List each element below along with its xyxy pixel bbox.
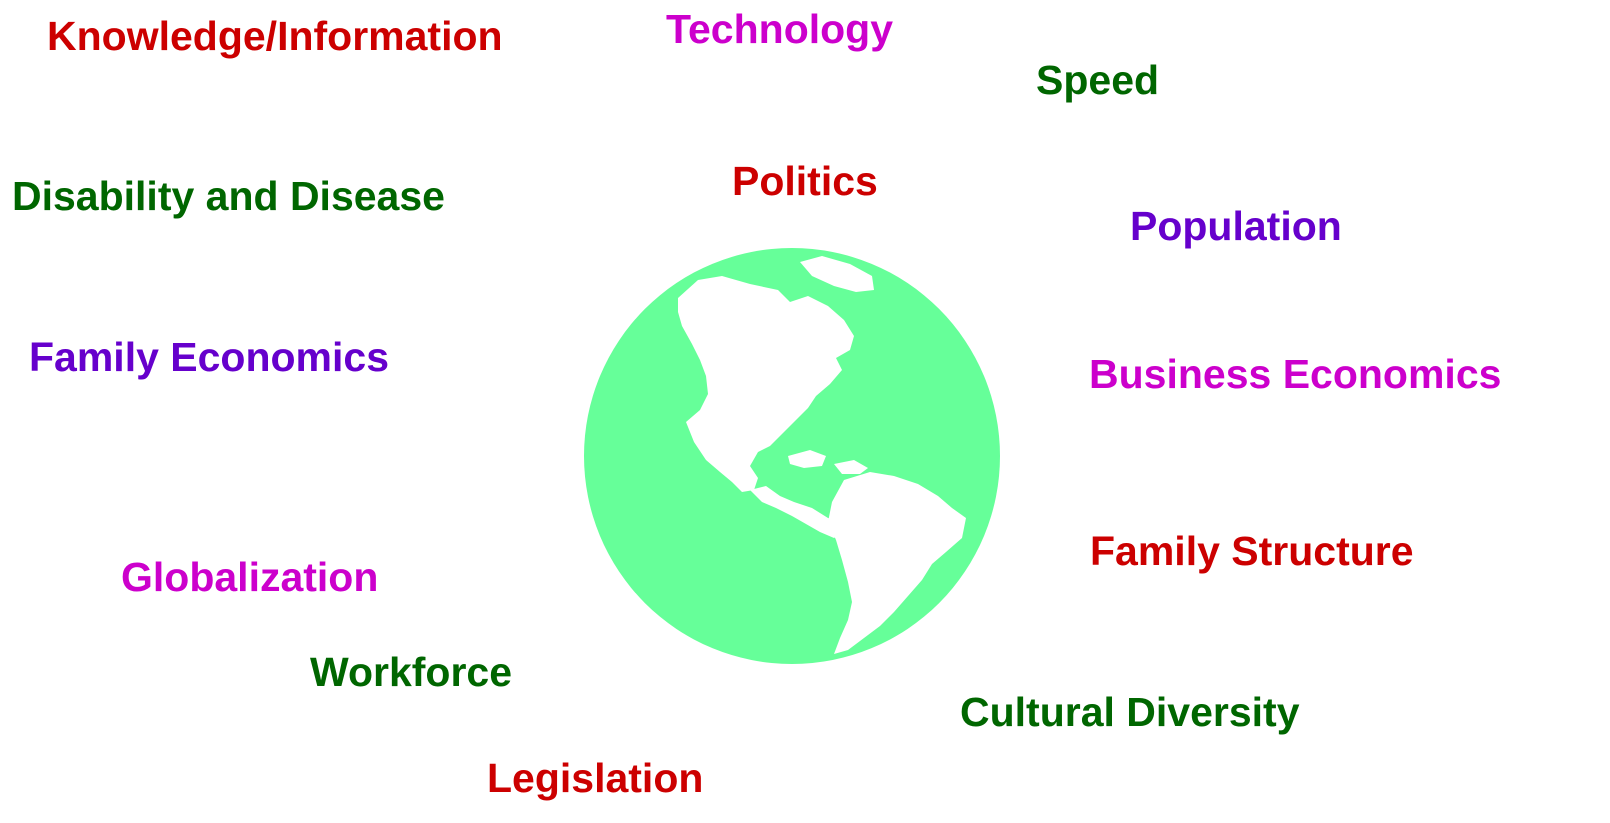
globe-icon [584,248,1000,664]
north-america-shape [678,276,854,492]
term-politics: Politics [732,158,878,204]
term-technology: Technology [666,6,894,52]
term-legislation: Legislation [487,755,704,801]
caribbean-shape [788,450,826,468]
term-population: Population [1130,203,1342,249]
term-business-economics: Business Economics [1089,351,1502,397]
term-family-economics: Family Economics [29,334,390,380]
central-america-shape [750,486,844,538]
term-cultural-diversity: Cultural Diversity [960,689,1300,735]
term-globalization: Globalization [121,554,379,600]
caribbean-shape-2 [834,460,868,474]
south-america-shape [828,472,966,654]
term-family-structure: Family Structure [1090,528,1414,574]
greenland-shape [800,256,874,292]
term-workforce: Workforce [310,649,513,695]
globe-continents [678,256,966,654]
term-disability-and-disease: Disability and Disease [12,173,445,219]
term-speed: Speed [1036,57,1160,103]
term-knowledge-information: Knowledge/Information [47,13,503,59]
